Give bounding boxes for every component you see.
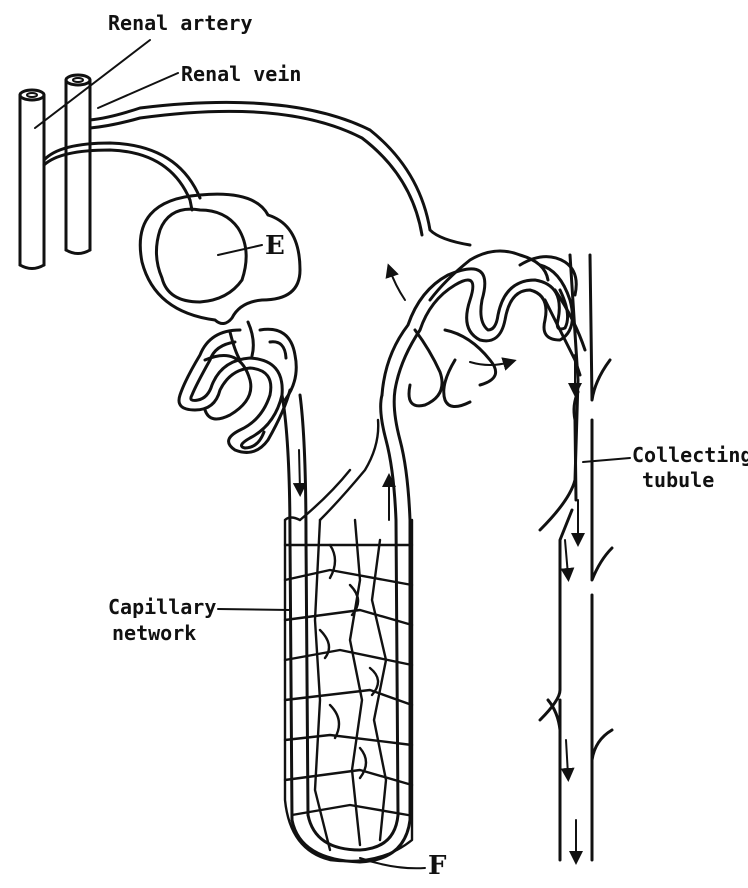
renal-artery-leader bbox=[35, 40, 150, 128]
distal-tubule bbox=[382, 251, 585, 407]
label-e: E bbox=[265, 231, 285, 261]
capillary-leader bbox=[218, 609, 290, 610]
label-collecting-line2: tubule bbox=[642, 468, 714, 492]
collecting-tubule bbox=[540, 255, 612, 860]
glomerulus bbox=[156, 209, 246, 302]
label-renal-artery: Renal artery bbox=[108, 11, 253, 35]
label-renal-vein: Renal vein bbox=[181, 62, 301, 86]
loop-of-henle bbox=[282, 390, 410, 862]
proximal-tubule bbox=[179, 329, 296, 452]
e-leader bbox=[218, 245, 262, 255]
label-collecting-line1: Collecting bbox=[632, 443, 748, 467]
label-capillary-line2: network bbox=[112, 621, 196, 645]
renal-vein-leader bbox=[98, 73, 178, 108]
label-capillary-line1: Capillary bbox=[108, 595, 216, 619]
collecting-leader bbox=[583, 458, 630, 462]
label-f: F bbox=[428, 851, 447, 881]
